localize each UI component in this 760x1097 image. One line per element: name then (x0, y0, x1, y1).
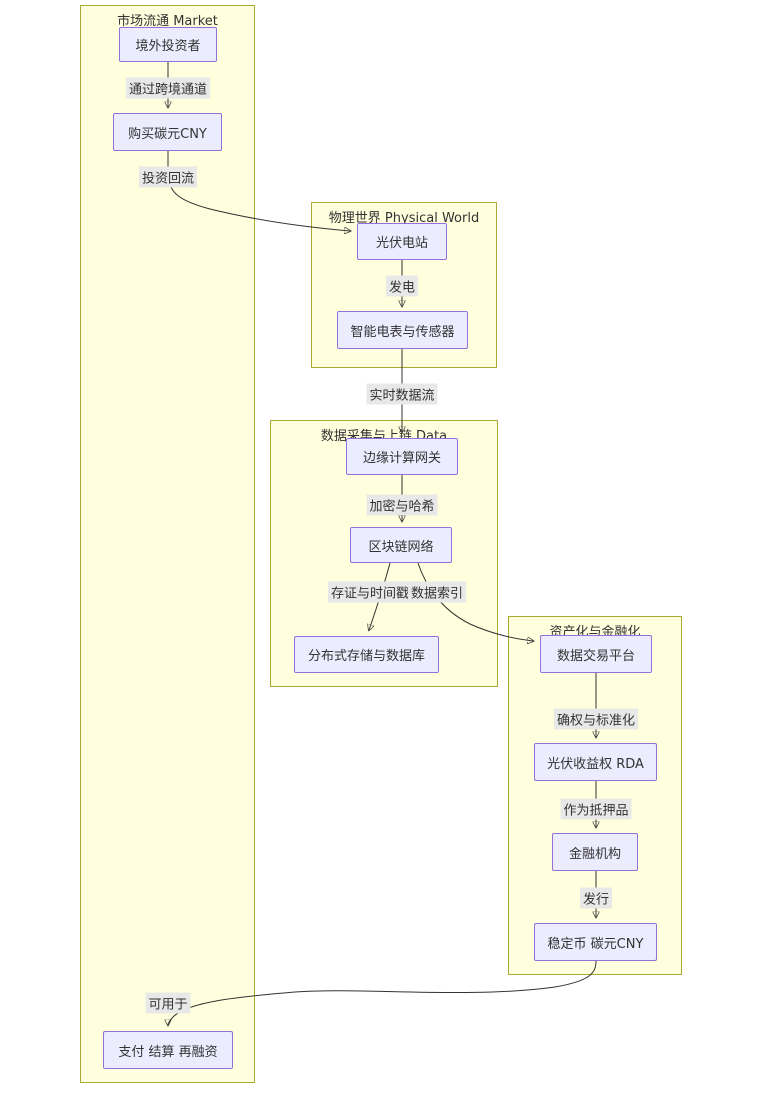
node-pv-revenue-right-rda: 光伏收益权 RDA (534, 743, 657, 781)
edge-label-data-index: 数据索引 (407, 581, 467, 603)
node-smart-meter-sensors: 智能电表与传感器 (337, 311, 468, 349)
node-data-trading-platform: 数据交易平台 (540, 635, 652, 673)
edge-label-timestamp-proof: 存证与时间戳 (327, 581, 413, 603)
node-blockchain-network: 区块链网络 (350, 527, 452, 563)
node-pay-settle-refinance: 支付 结算 再融资 (103, 1031, 233, 1069)
edge-label-rights-standardize: 确权与标准化 (553, 708, 639, 730)
node-edge-gateway: 边缘计算网关 (346, 438, 458, 475)
node-pv-plant: 光伏电站 (357, 223, 447, 260)
node-financial-institution: 金融机构 (552, 833, 638, 871)
edge-label-usable-for: 可用于 (145, 992, 191, 1014)
node-overseas-investor: 境外投资者 (119, 27, 217, 62)
edge-coin-pay (168, 960, 597, 1025)
edge-label-power-generation: 发电 (385, 275, 419, 297)
edge-label-cross-border-channel: 通过跨境通道 (125, 77, 211, 99)
node-stablecoin-carbon-cny: 稳定币 碳元CNY (534, 923, 657, 961)
edge-label-as-collateral: 作为抵押品 (560, 798, 632, 820)
edge-label-investment-return: 投资回流 (138, 166, 198, 188)
subgraph-market-title: 市场流通 Market (117, 14, 218, 29)
node-distributed-storage-db: 分布式存储与数据库 (294, 636, 439, 673)
subgraph-physical-world-title: 物理世界 Physical World (328, 211, 480, 226)
edge-label-realtime-data-stream: 实时数据流 (366, 383, 438, 405)
edge-label-encrypt-hash: 加密与哈希 (366, 494, 438, 516)
edge-buy-pv (167, 151, 350, 231)
edge-label-issue: 发行 (579, 887, 613, 909)
node-buy-carbon-cny: 购买碳元CNY (113, 113, 222, 151)
